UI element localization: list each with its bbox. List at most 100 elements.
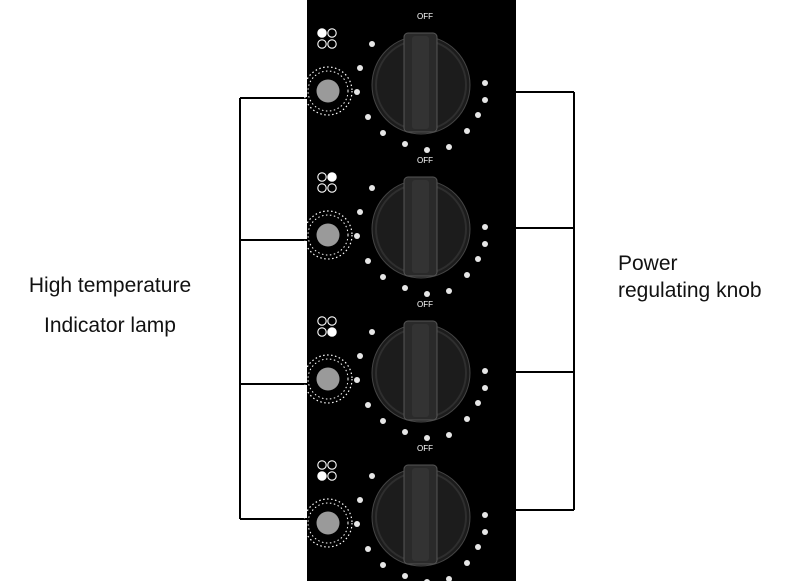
scale-dot: [365, 258, 371, 264]
lamp-ring-inner: [307, 502, 349, 544]
scale-dot: [365, 546, 371, 552]
scale-dot: [354, 377, 360, 383]
right-label-line-2: regulating knob: [618, 279, 762, 302]
burner-section-2: OFF: [303, 156, 488, 297]
scale-dot: [354, 89, 360, 95]
indicator-lamp-icon[interactable]: [303, 354, 353, 404]
knob-scale-dots: [354, 41, 488, 153]
zone-circle: [327, 39, 337, 49]
off-label: OFF: [417, 12, 433, 21]
lamp-light: [316, 223, 340, 247]
burner-zone-bottom-left-icon: [317, 460, 337, 481]
lamp-ring-inner: [307, 70, 349, 112]
scale-dot: [482, 512, 488, 518]
scale-dot: [475, 544, 481, 550]
zone-circle: [317, 28, 327, 38]
scale-dot: [424, 435, 430, 441]
off-label: OFF: [417, 156, 433, 165]
indicator-lamp-icon[interactable]: [303, 66, 353, 116]
lamp-ring-outer: [303, 66, 353, 116]
zone-circle: [327, 460, 337, 470]
scale-dot: [482, 368, 488, 374]
scale-dot: [357, 65, 363, 71]
scale-dot: [380, 274, 386, 280]
scale-dot: [482, 241, 488, 247]
lamp-ring-outer: [303, 210, 353, 260]
zone-circle: [317, 316, 327, 326]
scale-dot: [369, 185, 375, 191]
scale-dot: [446, 576, 452, 581]
scale-dot: [424, 291, 430, 297]
scale-dot: [369, 41, 375, 47]
scale-dot: [402, 285, 408, 291]
scale-dot: [380, 418, 386, 424]
scale-dot: [354, 521, 360, 527]
burner-zone-top-right-icon: [317, 172, 337, 193]
indicator-lamp-icon[interactable]: [303, 498, 353, 548]
zone-circle: [317, 327, 327, 337]
indicator-lamp-icon[interactable]: [303, 210, 353, 260]
scale-dot: [482, 529, 488, 535]
scale-dot: [446, 144, 452, 150]
zone-circle: [317, 471, 327, 481]
power-knob-icon[interactable]: [371, 464, 471, 567]
lamp-ring-outer: [303, 354, 353, 404]
scale-dot: [482, 97, 488, 103]
zone-circle: [317, 183, 327, 193]
scale-dot: [369, 473, 375, 479]
scale-dot: [424, 147, 430, 153]
power-knob-icon[interactable]: [371, 320, 471, 423]
knob-scale-dots: [354, 329, 488, 441]
scale-dot: [482, 80, 488, 86]
scale-dot: [446, 288, 452, 294]
lamp-light: [316, 511, 340, 535]
lamp-ring-inner: [307, 214, 349, 256]
zone-circle: [327, 28, 337, 38]
burner-section-4: OFF: [303, 444, 488, 581]
scale-dot: [475, 400, 481, 406]
scale-dot: [380, 130, 386, 136]
scale-dot: [482, 385, 488, 391]
burner-section-3: OFF: [303, 300, 488, 441]
scale-dot: [464, 560, 470, 566]
knob-grip-highlight: [412, 468, 429, 561]
knob-grip-highlight: [412, 180, 429, 273]
lamp-ring-inner: [307, 358, 349, 400]
zone-circle: [317, 460, 327, 470]
scale-dot: [446, 432, 452, 438]
knob-scale-dots: [354, 473, 488, 581]
burner-zone-top-left-icon: [317, 28, 337, 49]
right-leader-lines: [505, 91, 575, 511]
scale-dot: [482, 224, 488, 230]
scale-dot: [402, 141, 408, 147]
zone-circle: [327, 316, 337, 326]
power-knob-icon[interactable]: [371, 176, 471, 279]
scale-dot: [475, 112, 481, 118]
zone-circle: [327, 471, 337, 481]
zone-circle: [317, 172, 327, 182]
knob-grip-highlight: [412, 36, 429, 129]
off-label: OFF: [417, 444, 433, 453]
scale-dot: [464, 128, 470, 134]
right-label-line-1: Power: [618, 252, 678, 275]
scale-dot: [464, 416, 470, 422]
scale-dot: [402, 429, 408, 435]
scale-dot: [464, 272, 470, 278]
knob-grip-highlight: [412, 324, 429, 417]
zone-circle: [327, 183, 337, 193]
scale-dot: [365, 114, 371, 120]
burner-zone-bottom-right-icon: [317, 316, 337, 337]
lamp-light: [316, 79, 340, 103]
left-label-line-2: Indicator lamp: [44, 314, 176, 337]
lamp-light: [316, 367, 340, 391]
scale-dot: [365, 402, 371, 408]
scale-dot: [357, 497, 363, 503]
burner-controls: OFF OFF OFF OFF: [303, 12, 488, 581]
left-leader-lines: [239, 97, 308, 520]
power-knob-icon[interactable]: [371, 32, 471, 135]
scale-dot: [475, 256, 481, 262]
scale-dot: [357, 353, 363, 359]
scale-dot: [380, 562, 386, 568]
left-label-line-1: High temperature: [29, 274, 191, 297]
